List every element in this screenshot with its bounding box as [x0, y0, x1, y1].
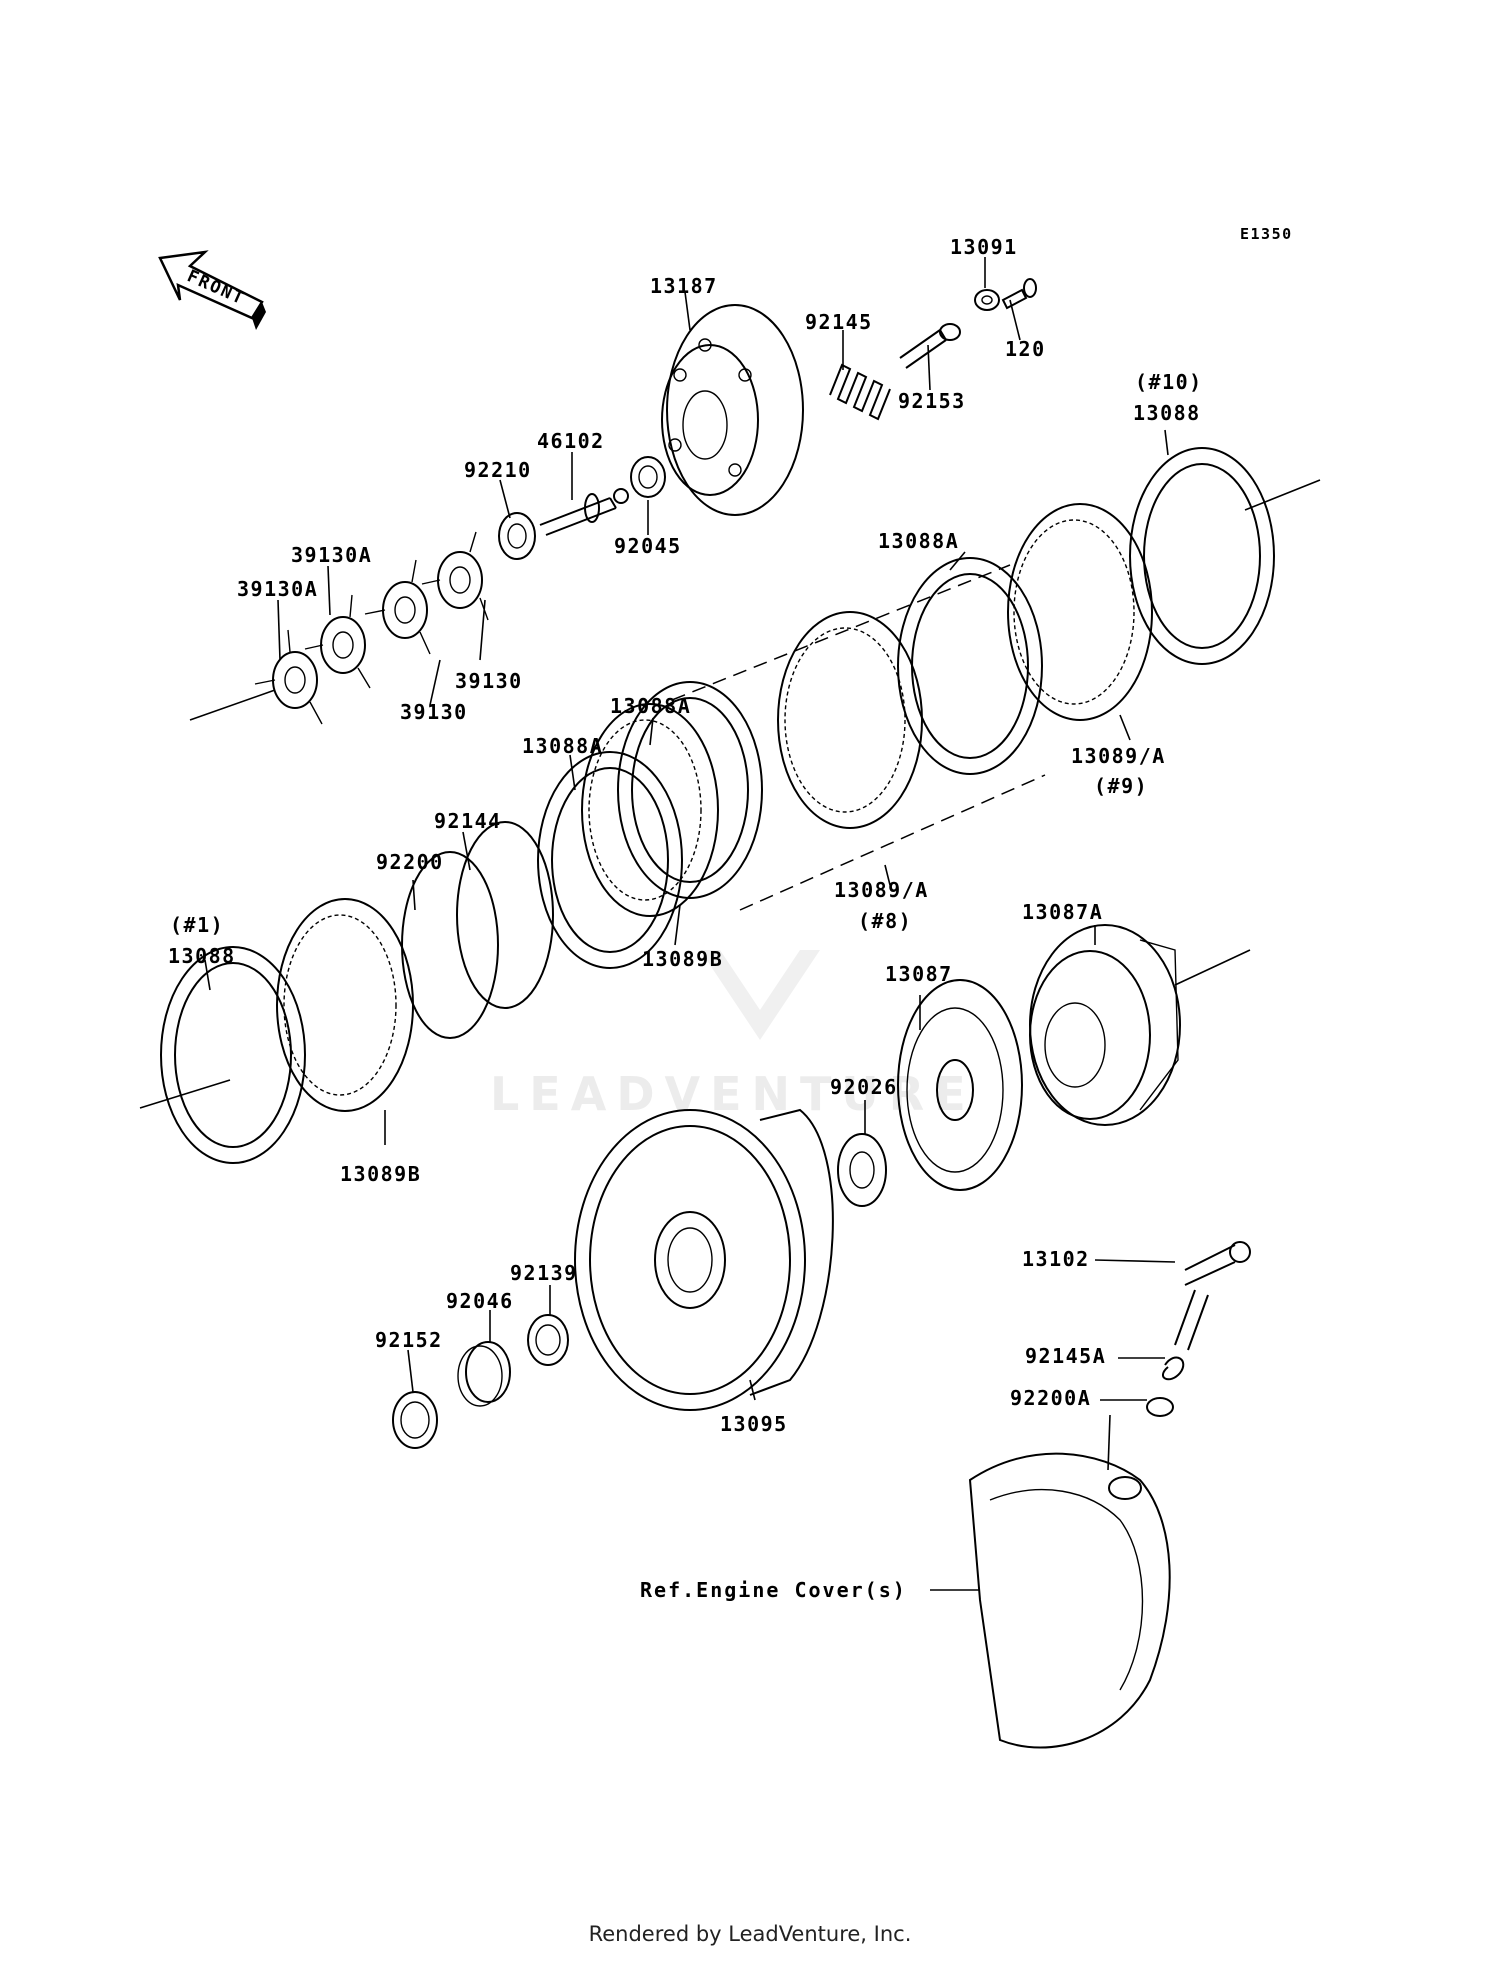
- label-92200: 92200: [376, 850, 444, 874]
- part-13087A-clutch-hub[interactable]: [1029, 924, 1181, 1126]
- label-39130A-top: 39130A: [291, 543, 372, 567]
- part-13088-friction-plate-10[interactable]: [1129, 447, 1275, 665]
- part-92145-spring[interactable]: [829, 363, 891, 421]
- label-13088-10: 13088: [1133, 401, 1201, 425]
- part-39130-spring-seat[interactable]: [421, 531, 489, 621]
- label-ref-engine-cover: Ref.Engine Cover(s): [640, 1578, 907, 1602]
- label-13088A-right: 13088A: [878, 529, 959, 553]
- label-13089A-9: 13089/A: [1071, 744, 1166, 768]
- label-92144: 92144: [434, 809, 502, 833]
- part-92152-collar[interactable]: [392, 1391, 438, 1449]
- part-92139-collar[interactable]: [527, 1314, 569, 1366]
- axis-line-left-top: [189, 689, 276, 721]
- part-13089B-steel-plate-mid[interactable]: [581, 703, 719, 917]
- part-92210-bearing[interactable]: [498, 512, 536, 560]
- label-39130-a: 39130: [455, 669, 523, 693]
- label-120: 120: [1005, 337, 1046, 361]
- part-13089A-steel-plate-8[interactable]: [777, 611, 923, 829]
- label-13088A-mid: 13088A: [610, 694, 691, 718]
- engine-cover[interactable]: [968, 1452, 1171, 1749]
- part-39130A-spring-seat[interactable]: [304, 594, 371, 689]
- axis-line-right: [1174, 949, 1251, 986]
- part-13102-lever[interactable]: [1174, 1241, 1251, 1351]
- part-13087-clutch-boss[interactable]: [897, 979, 1023, 1191]
- part-92200-ring[interactable]: [401, 851, 499, 1039]
- label-92145A: 92145A: [1025, 1344, 1106, 1368]
- part-13088A-friction-plate-mid[interactable]: [617, 681, 763, 899]
- label-46102: 46102: [537, 429, 605, 453]
- part-13089B-steel-plate-left[interactable]: [276, 898, 414, 1112]
- label-92046: 92046: [446, 1289, 514, 1313]
- label-39130A-left: 39130A: [237, 577, 318, 601]
- label-13088-1: 13088: [168, 944, 236, 968]
- label-13089B-mid: 13089B: [642, 947, 723, 971]
- label-92045: 92045: [614, 534, 682, 558]
- label-92145: 92145: [805, 310, 873, 334]
- diagram-code: E1350: [1240, 225, 1293, 243]
- label-13089A-9-num: (#9): [1094, 774, 1148, 798]
- part-120-bolt[interactable]: [1001, 278, 1037, 310]
- part-13091-washer[interactable]: [974, 289, 1000, 311]
- part-39130A-spring-seat-2[interactable]: [254, 629, 323, 725]
- label-13187: 13187: [650, 274, 718, 298]
- stack-outline-lower: [739, 774, 1046, 911]
- part-92153-bolt[interactable]: [899, 323, 961, 369]
- label-13091: 13091: [950, 235, 1018, 259]
- label-92139: 92139: [510, 1261, 578, 1285]
- label-92153: 92153: [898, 389, 966, 413]
- label-92026: 92026: [830, 1075, 898, 1099]
- part-13089A-steel-plate-9[interactable]: [1007, 503, 1153, 721]
- part-92144-ring[interactable]: [456, 821, 554, 1009]
- label-13087: 13087: [885, 962, 953, 986]
- part-13095-clutch-housing[interactable]: [574, 1108, 834, 1411]
- label-13102: 13102: [1022, 1247, 1090, 1271]
- label-39130-b: 39130: [400, 700, 468, 724]
- part-39130-spring-seat-2[interactable]: [364, 559, 431, 655]
- label-13087A: 13087A: [1022, 900, 1103, 924]
- label-13089A-8-num: (#8): [858, 909, 912, 933]
- part-92046-needle-bearing[interactable]: [457, 1341, 511, 1407]
- label-13095: 13095: [720, 1412, 788, 1436]
- label-13088-10-num: (#10): [1135, 370, 1203, 394]
- footer-credit: Rendered by LeadVenture, Inc.: [588, 1922, 912, 1946]
- part-13187-pressure-plate[interactable]: [661, 304, 804, 516]
- leader-lines: [204, 257, 1176, 1591]
- label-92152: 92152: [375, 1328, 443, 1352]
- part-92145A-spring[interactable]: [1161, 1356, 1185, 1381]
- part-46102-pushrod[interactable]: [539, 488, 629, 536]
- label-92210: 92210: [464, 458, 532, 482]
- front-arrow-icon: FRONT: [158, 250, 266, 330]
- label-92200A: 92200A: [1010, 1386, 1091, 1410]
- part-92200A-washer[interactable]: [1146, 1397, 1174, 1417]
- part-13088A-friction-plate-right[interactable]: [897, 557, 1043, 775]
- part-92026-washer[interactable]: [837, 1133, 887, 1207]
- label-13089B-left: 13089B: [340, 1162, 421, 1186]
- axis-line-left: [139, 1079, 231, 1109]
- label-13088-1-num: (#1): [170, 913, 224, 937]
- part-labels: 13091 120 13187 92145 92153 46102 92210 …: [168, 235, 1203, 1602]
- watermark-text: LEADVENTURE: [490, 1067, 976, 1121]
- label-13089A-8: 13089/A: [834, 878, 929, 902]
- stack-outline: [671, 564, 1011, 701]
- watermark: LEADVENTURE: [490, 950, 976, 1121]
- part-13088A-friction-plate-left[interactable]: [537, 751, 683, 969]
- axis-line-right-top: [1244, 479, 1321, 511]
- part-13088-friction-plate-1[interactable]: [160, 946, 306, 1164]
- label-13088A-left: 13088A: [522, 734, 603, 758]
- part-92045-bearing[interactable]: [630, 456, 666, 498]
